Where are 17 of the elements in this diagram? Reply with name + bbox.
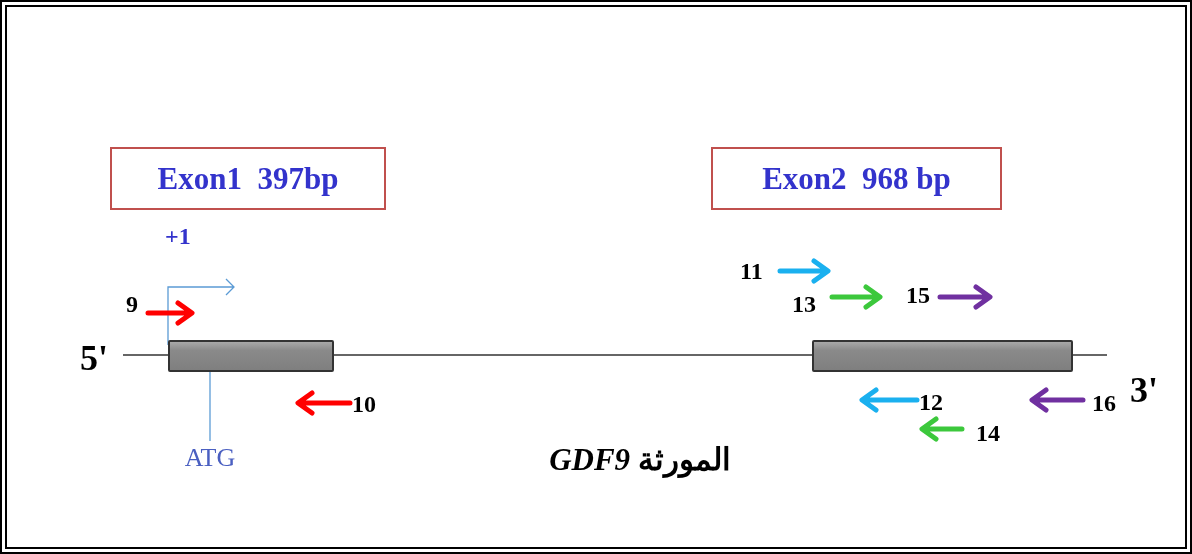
strand-end-label: 3' (1130, 372, 1158, 408)
position-label: +1 (165, 224, 191, 248)
primer-number: 10 (352, 392, 376, 416)
exon-label: Exon1 397bp (110, 147, 386, 210)
primer-number: 12 (919, 390, 943, 414)
exon-bar (812, 340, 1073, 372)
site-label: ATG (169, 443, 251, 473)
primer-number: 15 (906, 283, 930, 307)
strand-end-label: 5' (80, 340, 108, 376)
primer-number: 14 (976, 421, 1000, 445)
primer-number: 9 (126, 292, 138, 316)
primer-number: 11 (740, 259, 763, 283)
primer-number: 13 (792, 292, 816, 316)
primer-number: 16 (1092, 391, 1116, 415)
exon-bar (168, 340, 334, 372)
leader-line (209, 371, 211, 442)
exon-label: Exon2 968 bp (711, 147, 1002, 210)
